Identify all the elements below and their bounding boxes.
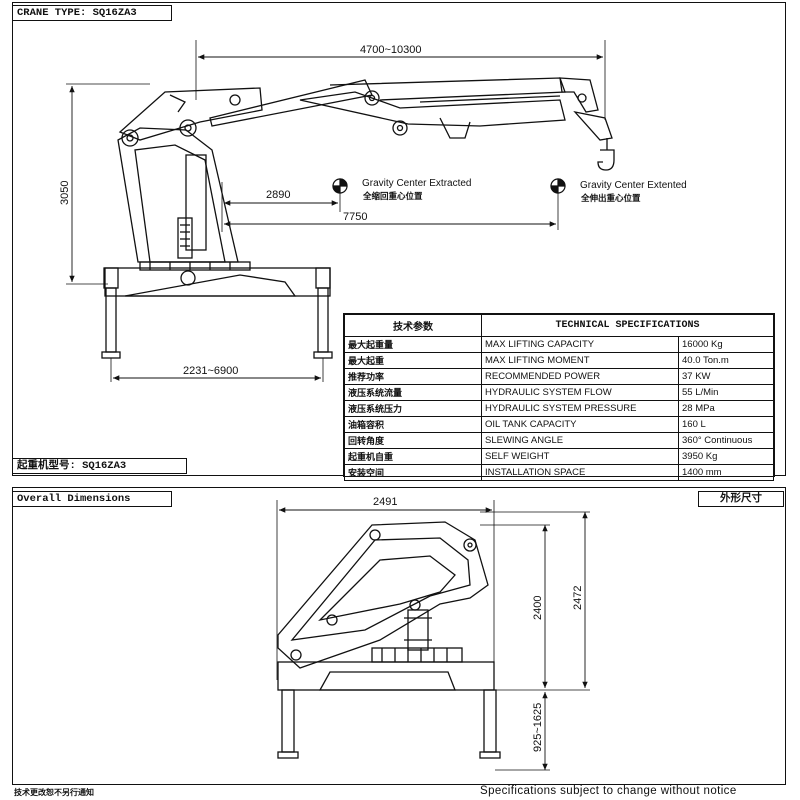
- spec-label-cn: 最大起重: [344, 352, 482, 369]
- dim-span: 4700~10300: [360, 44, 421, 56]
- dim-2472: 2472: [572, 586, 584, 610]
- spec-label-cn: 油箱容积: [344, 416, 482, 433]
- spec-value: 360° Continuous: [678, 432, 774, 449]
- front-view-drawing: 2491 2400 2472 925~1625: [276, 496, 590, 771]
- spec-label-en: MAX LIFTING CAPACITY: [481, 336, 679, 353]
- overall-dimensions-label: Overall Dimensions: [12, 491, 172, 507]
- crane-type-label: CRANE TYPE: SQ16ZA3: [12, 5, 172, 21]
- spec-label-cn: 液压系统流量: [344, 384, 482, 401]
- spec-value: 37 KW: [678, 368, 774, 385]
- spec-value: 16000 Kg: [678, 336, 774, 353]
- dim-outrigger: 2231~6900: [183, 365, 238, 377]
- dim-2890: 2890: [266, 189, 290, 201]
- gravity-center-extended-marker: [550, 178, 566, 194]
- spec-label-cn: 起重机自重: [344, 448, 482, 465]
- spec-value: 55 L/Min: [678, 384, 774, 401]
- spec-label-en: RECOMMENDED POWER: [481, 368, 679, 385]
- spec-label-en: HYDRAULIC SYSTEM PRESSURE: [481, 400, 679, 417]
- spec-label-en: OIL TANK CAPACITY: [481, 416, 679, 433]
- dim-height: 3050: [59, 181, 71, 205]
- dim-overall-width: 2491: [373, 496, 397, 508]
- spec-label-en: INSTALLATION SPACE: [481, 464, 679, 481]
- spec-label-en: HYDRAULIC SYSTEM FLOW: [481, 384, 679, 401]
- gravity-retracted-label: Gravity Center Extracted: [362, 178, 471, 189]
- spec-value: 160 L: [678, 416, 774, 433]
- gravity-retracted-label-cn: 全缩回重心位置: [362, 191, 423, 201]
- spec-header-en: TECHNICAL SPECIFICATIONS: [481, 314, 774, 337]
- spec-header-cn: 技术参数: [344, 314, 482, 337]
- gravity-extended-label-cn: 全伸出重心位置: [580, 193, 641, 203]
- spec-label-en: SLEWING ANGLE: [481, 432, 679, 449]
- footer-note-cn: 技术更改恕不另行通知: [14, 788, 94, 797]
- spec-label-cn: 安装空间: [344, 464, 482, 481]
- spec-label-cn: 最大起重量: [344, 336, 482, 353]
- spec-value: 40.0 Ton.m: [678, 352, 774, 369]
- spec-value: 28 MPa: [678, 400, 774, 417]
- footer-note-en: Specifications subject to change without…: [480, 785, 737, 797]
- spec-value: 1400 mm: [678, 464, 774, 481]
- bottom-frame: [12, 487, 786, 785]
- spec-label-en: SELF WEIGHT: [481, 448, 679, 465]
- spec-label-cn: 推荐功率: [344, 368, 482, 385]
- gravity-extended-label: Gravity Center Extented: [580, 180, 687, 191]
- overall-dimensions-label-cn: 外形尺寸: [698, 491, 784, 507]
- dim-7750: 7750: [343, 211, 367, 223]
- spec-label-en: MAX LIFTING MOMENT: [481, 352, 679, 369]
- gravity-center-retracted-marker: [332, 178, 348, 194]
- dim-2400: 2400: [532, 596, 544, 620]
- model-label-cn: 起重机型号: SQ16ZA3: [12, 458, 187, 474]
- spec-label-cn: 回转角度: [344, 432, 482, 449]
- side-view-drawing: 4700~10300 3050 2890 7750 2231~6900 Grav…: [59, 40, 687, 382]
- spec-label-cn: 液压系统压力: [344, 400, 482, 417]
- dim-leg-range: 925~1625: [532, 703, 544, 752]
- spec-value: 3950 Kg: [678, 448, 774, 465]
